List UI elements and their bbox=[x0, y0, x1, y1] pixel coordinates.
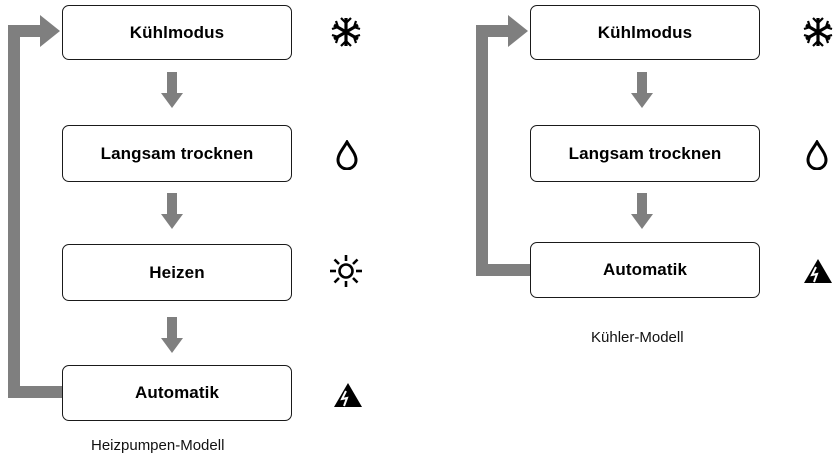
down-arrow bbox=[161, 317, 183, 353]
step-box-heating: Heizen bbox=[62, 244, 292, 301]
step-label: Langsam trocknen bbox=[568, 143, 722, 163]
step-box-cooling: Kühlmodus bbox=[62, 5, 292, 60]
step-box-slow-dry: Langsam trocknen bbox=[530, 125, 760, 182]
step-label: Kühlmodus bbox=[129, 22, 225, 42]
step-box-auto: Automatik bbox=[62, 365, 292, 421]
step-label: Langsam trocknen bbox=[100, 143, 254, 163]
step-box-slow-dry: Langsam trocknen bbox=[62, 125, 292, 182]
step-box-auto: Automatik bbox=[530, 242, 760, 298]
down-arrow bbox=[631, 193, 653, 229]
down-arrow bbox=[161, 72, 183, 108]
sun-icon bbox=[330, 255, 362, 287]
droplet-icon bbox=[806, 140, 828, 170]
down-arrow bbox=[631, 72, 653, 108]
diagram-caption: Kühler-Modell bbox=[591, 329, 684, 346]
auto-mode-icon bbox=[334, 383, 362, 407]
auto-mode-icon bbox=[804, 259, 832, 283]
step-box-cooling: Kühlmodus bbox=[530, 5, 760, 60]
step-label: Automatik bbox=[602, 260, 688, 279]
step-label: Automatik bbox=[134, 383, 220, 402]
diagram-caption: Heizpumpen-Modell bbox=[91, 437, 225, 454]
return-loop-arrow bbox=[476, 15, 530, 276]
down-arrow bbox=[161, 193, 183, 229]
snowflake-icon bbox=[803, 17, 833, 47]
return-loop-arrow bbox=[8, 15, 62, 398]
droplet-icon bbox=[336, 140, 358, 170]
step-label: Kühlmodus bbox=[597, 22, 693, 42]
snowflake-icon bbox=[331, 17, 361, 47]
step-label: Heizen bbox=[149, 262, 205, 282]
